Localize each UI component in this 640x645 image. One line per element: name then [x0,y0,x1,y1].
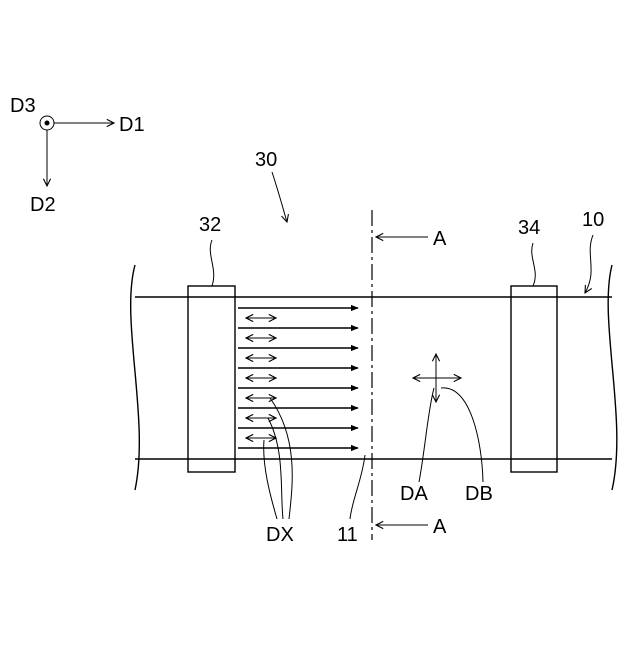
film-right-break [608,265,617,490]
film-left-break [131,265,140,490]
leader-dx-1 [264,440,277,519]
right-block [511,286,557,472]
left-block [188,286,235,472]
leader-db [441,388,483,482]
section-label-top: A [433,228,447,250]
leader-assembly [272,172,287,222]
film-strip [131,265,617,490]
label-assembly: 30 [255,149,277,171]
label-da: DA [400,483,428,505]
d3-label: D3 [10,95,36,117]
label-right-block: 34 [518,217,540,239]
section-label-bottom: A [433,516,447,538]
d2-label: D2 [30,194,56,216]
leader-film [585,235,593,293]
d3-dot [45,121,50,126]
stretch-arrows [238,308,358,448]
label-film: 10 [582,209,604,231]
label-region: 11 [337,524,358,546]
label-left-block: 32 [199,214,221,236]
leader-region [350,455,365,519]
coordinate-axes: D3 D1 D2 [10,95,145,216]
leader-dx-2 [268,418,283,519]
d1-label: D1 [119,114,145,136]
leader-left-block [210,240,213,286]
label-db: DB [465,483,493,505]
label-dx: DX [266,524,294,546]
leader-da [419,388,434,482]
leader-right-block [532,243,536,286]
